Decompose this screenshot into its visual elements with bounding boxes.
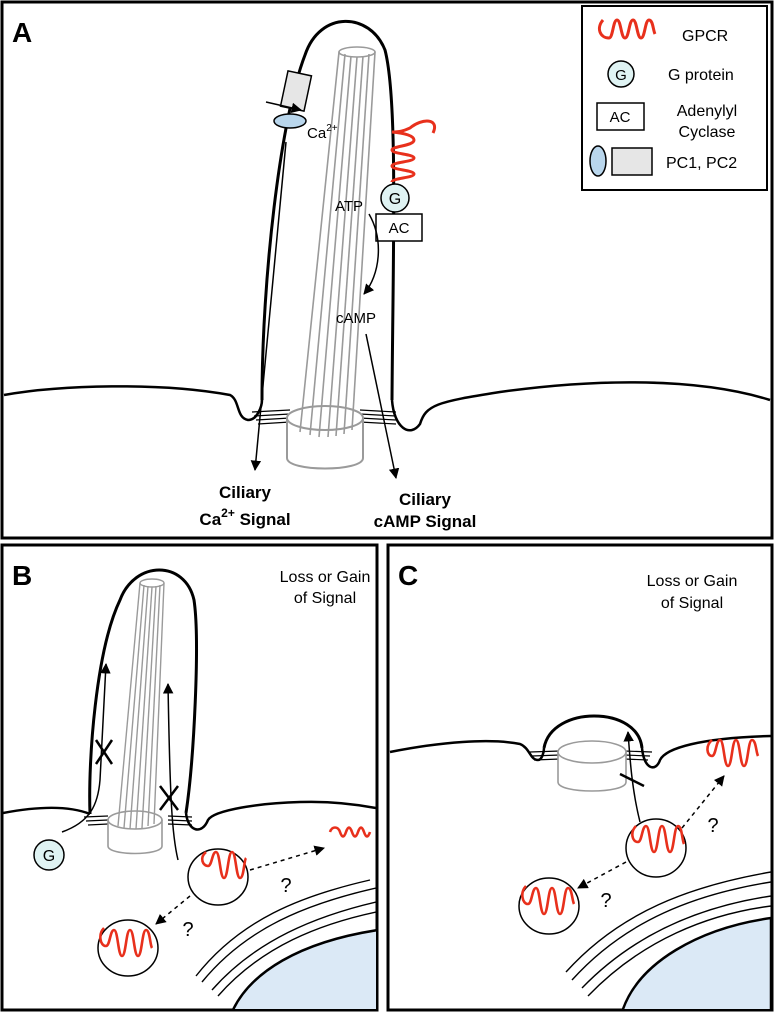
panel-b-title-line2: of Signal — [294, 590, 356, 607]
panel-b-vesicle-2 — [97, 919, 159, 977]
panel-c: C Loss or Gain of Signal — [386, 543, 774, 1012]
panel-c-question-2: ? — [600, 890, 611, 912]
panel-c-nucleus — [621, 916, 771, 1009]
panel-b-cilium — [88, 568, 198, 815]
panel-c-transition-zone — [529, 750, 653, 761]
legend-g-label: G protein — [668, 67, 734, 84]
panel-c-block — [619, 772, 645, 788]
panel-b-g-label: G — [43, 848, 55, 865]
panel-b-golgi — [195, 879, 376, 997]
ciliary-g-protein — [380, 183, 410, 213]
legend-ac-line1: Adenylyl — [677, 103, 737, 120]
camp-signal-line2: cAMP Signal — [374, 512, 477, 531]
panel-b-title-line1: Loss or Gain — [280, 569, 371, 586]
panel-b-vesicle-1-gpcr — [200, 850, 248, 880]
panel-c-to-membrane-arrow — [681, 775, 725, 829]
panel-c-letter: C — [398, 560, 418, 591]
legend-pc2-icon — [611, 147, 653, 176]
panel-b-membrane-gpcr — [328, 826, 372, 838]
panel-b-vesicle-2-gpcr — [99, 927, 154, 958]
ciliary-g-label: G — [389, 191, 401, 208]
ciliary-gpcr — [390, 119, 437, 183]
panel-c-vesicle-2-gpcr — [521, 885, 576, 916]
atp-label: ATP — [335, 198, 363, 215]
ca-signal-arrow — [250, 141, 287, 472]
legend-pc-label: PC1, PC2 — [666, 155, 737, 172]
legend-gpcr-label: GPCR — [682, 28, 728, 45]
panel-b-letter: B — [12, 560, 32, 591]
panel-b-membrane-left — [3, 806, 91, 816]
panel-b-question-2: ? — [182, 919, 193, 941]
panel-c-vesicle-2 — [518, 877, 580, 935]
panel-a-letter: A — [12, 17, 32, 48]
legend: GPCR G G protein AC Adenylyl Cyclase PC1… — [581, 5, 768, 191]
panel-c-golgi — [565, 871, 771, 997]
ca-signal-line1: Ciliary — [219, 483, 272, 502]
panel-b-gpcr-entry-arrow — [162, 682, 179, 861]
ca-signal-line2: Ca2+ Signal — [199, 506, 290, 529]
panel-c-vesicle-1-gpcr — [631, 824, 686, 854]
legend-g-symbol: G — [615, 67, 627, 84]
panel-b-g-protein — [33, 839, 65, 871]
panel-c-to-vesicle-arrow — [577, 861, 627, 889]
panel-c-question-1: ? — [707, 815, 718, 837]
pc1-receptor — [273, 113, 307, 129]
panel-b-g-entry-arrow — [61, 662, 111, 833]
legend-gpcr-icon — [597, 18, 657, 40]
ca-label: Ca2+ — [307, 123, 338, 142]
axoneme — [299, 46, 376, 438]
panel-b-axoneme — [117, 578, 165, 830]
camp-label: cAMP — [336, 310, 376, 327]
panel-c-gpcr-entry-arrow — [623, 730, 641, 823]
ca-influx-arrow — [265, 101, 303, 114]
legend-g-icon — [607, 60, 635, 88]
panel-c-membrane-left — [389, 739, 546, 762]
legend-pc1-icon — [589, 145, 607, 177]
panel-c-membrane-right — [640, 734, 771, 769]
transition-zone-right — [359, 409, 397, 425]
legend-ac-symbol: AC — [610, 109, 631, 126]
legend-ac-icon — [596, 102, 645, 131]
panel-a: A — [0, 0, 774, 540]
cell-membrane-right — [390, 381, 771, 432]
panel-c-title-line1: Loss or Gain — [647, 573, 738, 590]
camp-signal-arrow — [365, 333, 400, 480]
panel-b-block-2 — [159, 785, 179, 811]
panel-c-membrane-gpcr — [706, 738, 760, 768]
panel-b-to-membrane-arrow — [249, 845, 326, 871]
panel-c-title-line2: of Signal — [661, 595, 723, 612]
panel-b-nucleus — [232, 929, 376, 1009]
panel-b-block-1 — [94, 739, 114, 765]
panel-b-question-1: ? — [280, 875, 291, 897]
panel-b-basal-body — [107, 810, 163, 855]
legend-ac-line2: Cyclase — [679, 124, 736, 141]
panel-c-ciliary-bud — [542, 714, 644, 749]
basal-body — [286, 405, 364, 470]
panel-c-basal-body — [557, 740, 627, 792]
panel-b: B Loss or Gain of Signal — [0, 543, 379, 1012]
ciliary-ac — [375, 213, 423, 242]
ciliary-ac-label: AC — [389, 220, 410, 237]
atp-to-camp-arrow — [363, 213, 380, 295]
camp-signal-line1: Ciliary — [399, 490, 452, 509]
panel-b-membrane-right — [184, 800, 376, 831]
